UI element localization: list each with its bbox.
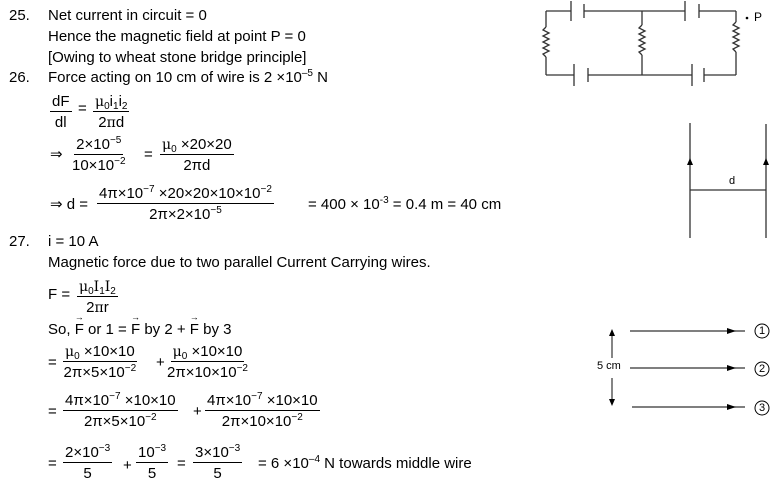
numerator: 10−3 <box>136 443 169 463</box>
question-number-27: 27. <box>9 233 30 250</box>
arrow-right-icon <box>727 365 736 371</box>
q27-line1: i = 10 A <box>48 233 99 250</box>
denominator: 2πd <box>98 114 125 131</box>
q25-line1: Net current in circuit = 0 <box>48 7 207 24</box>
circle-label-3 <box>754 400 770 416</box>
arrow-right-icon <box>727 404 736 410</box>
resistor-icon <box>731 21 741 53</box>
plus-sign: + <box>156 354 165 371</box>
denominator: 2π×10×10−2 <box>221 412 303 430</box>
fraction-rhs: μ0 ×20×20 2πd <box>160 137 234 173</box>
three-wires-diagram <box>611 330 745 408</box>
question-number-25: 25. <box>9 7 30 24</box>
resistor-icon <box>637 24 647 56</box>
implies-arrow: ⇒ <box>50 146 63 163</box>
fraction-force-formula: μ0i1i2 2πd <box>93 93 130 131</box>
numerator: dF <box>50 93 72 112</box>
circle-label-2 <box>754 361 770 377</box>
distance-d-label: d <box>729 175 736 187</box>
arrow-up-icon <box>609 329 615 336</box>
plus-sign: + <box>123 457 132 474</box>
q26-exponent: –5 <box>301 68 313 79</box>
vector-sum-line: So, F or 1 = F by 2 + F by 3 <box>48 313 231 337</box>
fraction-term2: μ0 ×10×10 2π×10×10−2 <box>167 344 248 380</box>
d-result: = 400 × 10-3 = 0.4 m = 40 cm <box>308 195 502 213</box>
parallel-wires-diagram <box>689 123 767 238</box>
arrow-down-icon <box>609 399 615 406</box>
fraction-term1: 4π×10−7 ×10×10 2π×5×10−2 <box>63 391 178 430</box>
numerator: μ0 ×10×10 <box>63 343 137 362</box>
arrow-up-icon <box>763 158 769 165</box>
equals-sign: = <box>144 146 153 163</box>
force-lhs: F = <box>48 286 71 303</box>
denominator: 2πr <box>86 299 109 316</box>
numerator: 4π×10−7 ×20×20×10×10−2 <box>97 184 274 204</box>
numerator: μ0i1i2 <box>93 93 130 112</box>
q25-line3: [Owing to wheat stone bridge principle] <box>48 49 307 66</box>
fraction-dF-dl: dF dl <box>50 94 72 130</box>
q25-line2: Hence the magnetic field at point P = 0 <box>48 28 306 45</box>
numerator: 4π×10−7 ×10×10 <box>205 391 320 411</box>
fraction-term2: 4π×10−7 ×10×10 2π×10×10−2 <box>205 391 320 430</box>
equals-sign: = <box>48 455 57 472</box>
arrow-up-icon <box>687 158 693 165</box>
equals-sign: = <box>78 100 87 117</box>
numerator: μ0 ×10×10 <box>170 343 245 362</box>
denominator: 5 <box>213 465 222 482</box>
denominator: 5 <box>83 465 92 482</box>
plus-sign: + <box>193 403 202 420</box>
question-number-26: 26. <box>9 69 30 86</box>
resistor-icon <box>541 26 551 58</box>
fraction-term1: 2×10−3 5 <box>63 443 113 482</box>
fraction-d-value: 4π×10−7 ×20×20×10×10−2 2π×2×10−5 <box>97 184 274 223</box>
fraction-term1: μ0 ×10×10 2π×5×10−2 <box>63 344 137 380</box>
fraction-term2: 10−3 5 <box>136 443 169 482</box>
circuit-diagram <box>541 1 741 86</box>
numerator: 4π×10−7 ×10×10 <box>63 391 178 411</box>
numerator: 2×10−5 <box>74 135 124 155</box>
equals-sign: = <box>48 354 57 371</box>
fraction-lhs: 2×10−5 10×10−2 <box>72 135 126 174</box>
wire-label-3: 3 <box>759 402 766 414</box>
denominator: 2π×5×10−2 <box>63 363 137 381</box>
denominator: 10×10−2 <box>72 156 126 174</box>
denominator: 5 <box>147 465 157 482</box>
denominator: 2π×2×10−5 <box>149 205 222 223</box>
circle-label-1 <box>754 323 770 339</box>
q26-line1: Force acting on 10 cm of wire is 2 ×10–5… <box>48 68 328 86</box>
spacing-label: 5 cm <box>597 360 621 372</box>
numerator: 2×10−3 <box>63 443 113 463</box>
q27-line2: Magnetic force due to two parallel Curre… <box>48 254 431 271</box>
denominator: 2π×5×10−2 <box>83 412 157 430</box>
final-result: = 6 ×10–4 N towards middle wire <box>258 454 472 472</box>
arrow-right-icon <box>727 328 736 334</box>
d-equals: ⇒ d = <box>50 196 89 213</box>
point-p-label: P <box>754 10 763 24</box>
denominator: 2πd <box>183 157 211 174</box>
wire-label-1: 1 <box>759 325 766 337</box>
equals-sign: = <box>48 403 57 420</box>
fraction-term3: 3×10−3 5 <box>193 443 243 482</box>
numerator: μ0 ×20×20 <box>160 136 234 155</box>
q26-text: Force acting on 10 cm of wire is 2 ×10 <box>48 69 302 86</box>
denominator: 2π×10×10−2 <box>167 363 248 381</box>
denominator: dl <box>54 114 67 131</box>
q26-unit: N <box>313 69 328 86</box>
equals-sign: = <box>177 455 186 472</box>
numerator: μ0I1I2 <box>77 279 118 297</box>
wire-label-2: 2 <box>759 363 766 375</box>
numerator: 3×10−3 <box>193 443 243 463</box>
point-p-dot <box>745 16 749 20</box>
fraction-force-parallel: μ0I1I2 2πr <box>77 279 118 315</box>
